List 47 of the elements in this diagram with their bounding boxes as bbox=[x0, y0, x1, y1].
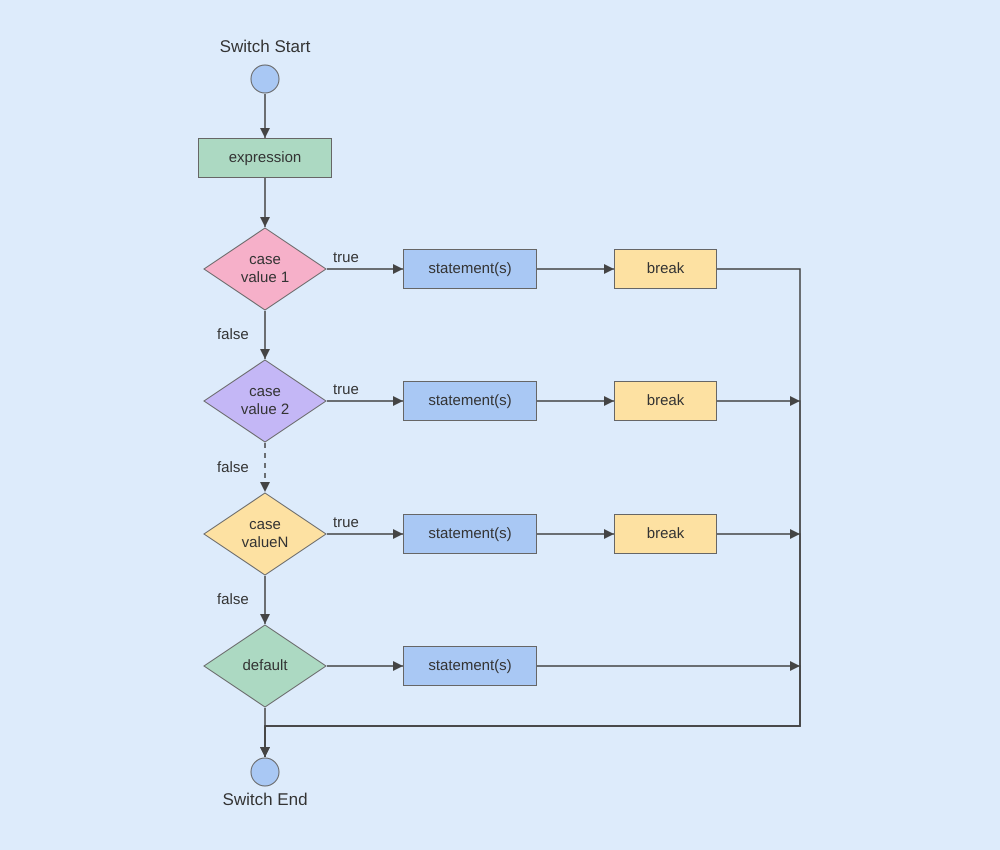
arrow bbox=[327, 264, 403, 274]
terminal-caption: Switch Start bbox=[220, 37, 310, 57]
process-box bbox=[403, 381, 537, 421]
process-box bbox=[614, 514, 717, 554]
arrow bbox=[327, 529, 403, 539]
arrow bbox=[537, 529, 614, 539]
process-box bbox=[403, 646, 537, 686]
arrow bbox=[537, 396, 614, 406]
node-label: case value 2 bbox=[240, 383, 290, 419]
arrow bbox=[260, 443, 270, 492]
process-box bbox=[198, 138, 332, 178]
node-label: statement(s) bbox=[428, 392, 512, 410]
node-label: break bbox=[646, 392, 684, 410]
decision-diamond bbox=[203, 492, 327, 576]
arrow bbox=[260, 708, 270, 757]
process-box bbox=[614, 381, 717, 421]
node-label: default bbox=[241, 657, 289, 675]
arrow bbox=[260, 94, 270, 138]
node-label: break bbox=[646, 525, 684, 543]
arrow bbox=[327, 396, 403, 406]
arrow bbox=[260, 576, 270, 624]
edge-label: false bbox=[217, 458, 249, 476]
edge-label: true bbox=[333, 514, 359, 531]
node-label: statement(s) bbox=[428, 260, 512, 278]
node-label: break bbox=[646, 260, 684, 278]
edge-label: true bbox=[333, 381, 359, 398]
arrow bbox=[260, 178, 270, 227]
process-box bbox=[403, 249, 537, 289]
decision-diamond bbox=[203, 624, 327, 708]
decision-diamond bbox=[203, 227, 327, 311]
edge-label: false bbox=[217, 591, 249, 608]
arrow bbox=[260, 311, 270, 359]
terminal-circle bbox=[250, 64, 280, 94]
edge-label: false bbox=[217, 326, 249, 343]
terminal-caption: Switch End bbox=[222, 790, 308, 810]
process-box bbox=[614, 249, 717, 289]
node-label: statement(s) bbox=[428, 657, 512, 675]
node-label: case value 1 bbox=[240, 251, 290, 287]
node-label: statement(s) bbox=[428, 525, 512, 543]
edge-label: true bbox=[333, 249, 359, 266]
decision-diamond bbox=[203, 359, 327, 443]
arrow bbox=[537, 264, 614, 274]
node-label: expression bbox=[228, 149, 302, 167]
terminal-circle bbox=[250, 757, 280, 787]
node-label: case valueN bbox=[240, 516, 290, 552]
arrow bbox=[327, 661, 403, 671]
process-box bbox=[403, 514, 537, 554]
